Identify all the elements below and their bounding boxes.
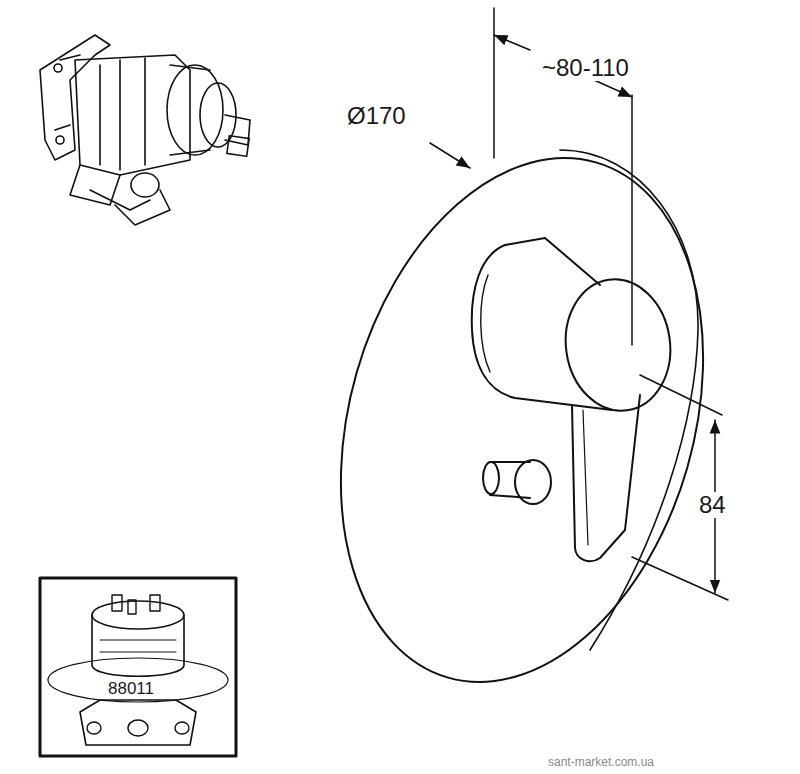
dimension-height: 84 <box>697 492 728 518</box>
height-dimension <box>632 375 728 600</box>
watermark: sant-market.com.ua <box>548 756 654 769</box>
diameter-leader <box>430 143 470 168</box>
wall-plate <box>283 115 761 725</box>
mixer-handle <box>472 238 679 561</box>
dimension-depth: ~80-110 <box>540 55 631 81</box>
dimension-diameter: Ø170 <box>347 103 406 129</box>
article-number: 88011 <box>106 680 156 699</box>
valve-body-sketch <box>40 35 250 225</box>
depth-dimension <box>494 8 632 345</box>
inset-box <box>40 578 236 756</box>
